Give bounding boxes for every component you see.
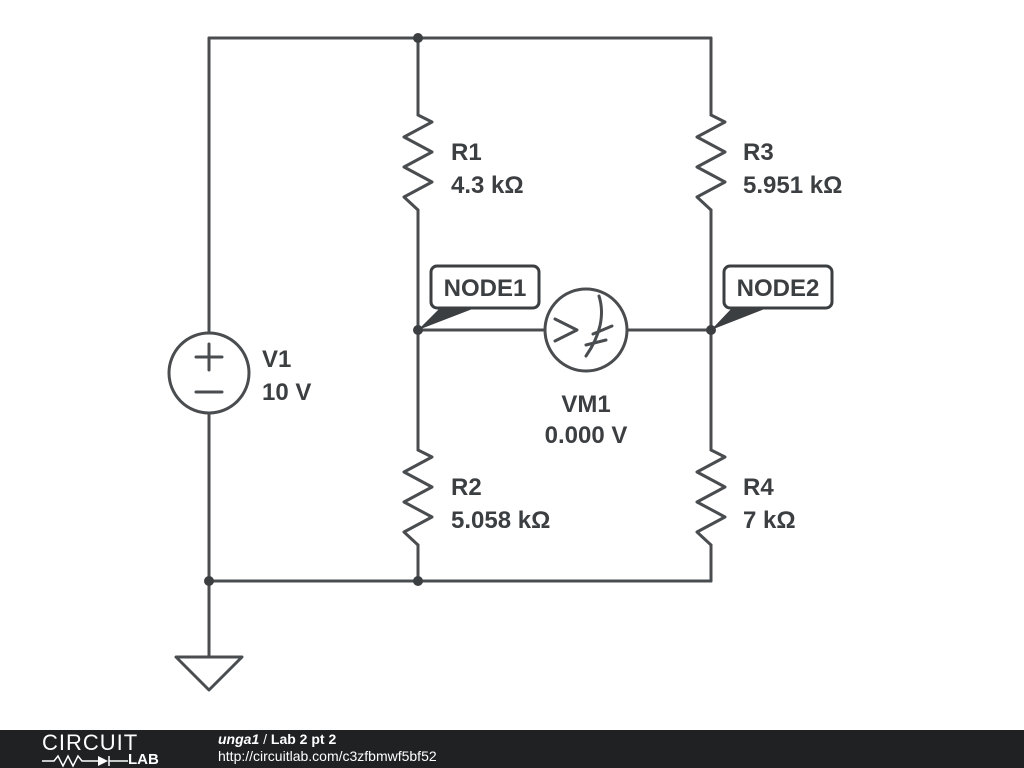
r2-name: R2 [451,474,482,501]
footer-separator: / [263,731,268,747]
footer-url-link[interactable]: http://circuitlab.com/c3zfbmwf5bf52 [218,748,437,764]
ground-symbol [174,655,244,692]
node1-label: NODE1 [444,275,527,302]
r1-name: R1 [451,139,482,166]
node2-label: NODE2 [737,275,820,302]
logo-text-circuit: CIRCUIT [42,730,139,755]
resistor-r2[interactable] [402,448,434,547]
vm1-value: 0.000 V [545,422,628,449]
footer-info: unga1 / Lab 2 pt 2 http://circuitlab.com… [218,731,437,765]
resistor-r4[interactable] [695,448,727,547]
resistor-r3[interactable] [695,113,727,212]
footer-username-link[interactable]: unga1 [218,731,260,747]
circuitlab-logo[interactable]: CIRCUIT LAB [42,732,182,768]
node-tag-node2[interactable]: NODE2 [711,264,834,330]
r3-name: R3 [743,139,774,166]
resistor-r1[interactable] [402,113,434,212]
voltmeter-vm1[interactable] [543,287,629,373]
voltage-source-v1[interactable] [167,331,251,415]
r3-value: 5.951 kΩ [743,172,842,199]
footer-title-line: unga1 / Lab 2 pt 2 [218,731,437,748]
footer-circuit-title[interactable]: Lab 2 pt 2 [270,731,337,747]
wires [207,36,713,659]
logo-text-lab: LAB [128,751,159,768]
logo-resistor-diode-icon [42,754,128,768]
r4-value: 7 kΩ [743,507,796,534]
r4-name: R4 [743,474,774,501]
footer-bar: CIRCUIT LAB unga1 / Lab 2 pt 2 http://ci… [0,730,1024,768]
v1-value: 10 V [262,379,311,406]
v1-name: V1 [262,346,291,373]
r1-value: 4.3 kΩ [451,172,524,199]
r2-value: 5.058 kΩ [451,507,550,534]
node-tag-node1[interactable]: NODE1 [418,264,541,330]
vm1-name: VM1 [561,391,610,418]
circuit-schematic: NODE1 NODE2 R1 4.3 kΩ R3 5.951 kΩ V1 10 … [167,33,842,692]
